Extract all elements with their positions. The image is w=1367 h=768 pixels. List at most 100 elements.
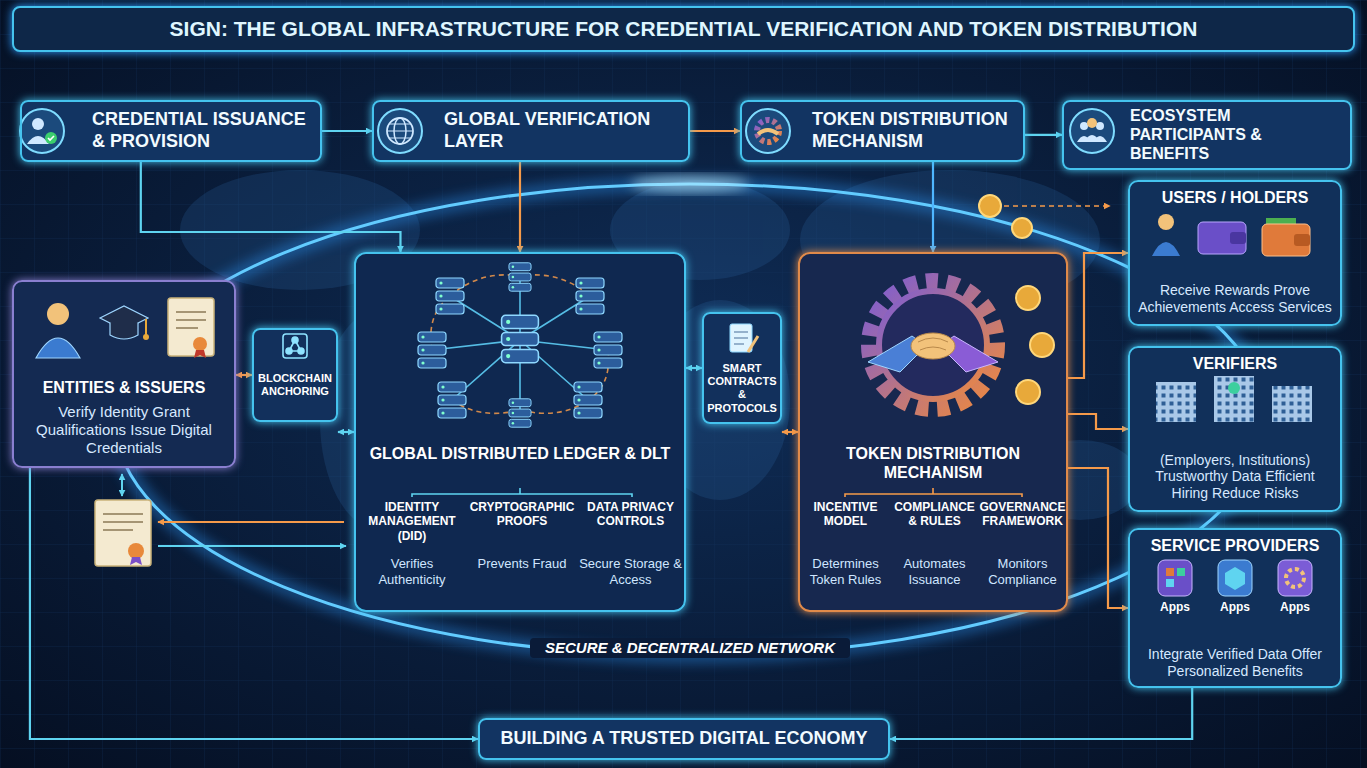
- connector-arrow: [782, 431, 798, 433]
- gear-hand-icon: [757, 120, 779, 142]
- people-icon: [1070, 109, 1114, 153]
- label: Apps: [1210, 600, 1260, 614]
- network-caption: SECURE & DECENTRALIZED NETWORK: [530, 638, 850, 658]
- app-icons: [1286, 569, 1304, 587]
- issued-credential: [158, 521, 344, 523]
- gear-hand-icon: [758, 130, 778, 134]
- issued-credential: [95, 500, 151, 566]
- diagram-box: BUILDING A TRUSTED DIGITAL ECONOMY: [478, 718, 890, 760]
- label: IDENTITY MANAGEMENT (DID): [357, 500, 467, 543]
- connector-arrow: [686, 367, 702, 369]
- box-heading: GLOBAL DISTRIBUTED LEDGER & DLT: [366, 444, 674, 463]
- box-fill: [1129, 347, 1341, 511]
- blockchain-icon: [289, 340, 301, 351]
- issued-credential: [121, 474, 123, 496]
- contract-icon: [734, 332, 748, 344]
- connector-arrow: [236, 374, 252, 376]
- box-fill: [703, 313, 781, 423]
- certificate-icon: [193, 337, 207, 351]
- globe-icon: [378, 109, 422, 153]
- server-network: [509, 263, 531, 291]
- box-body: Verify Identity Grant Qualifications Iss…: [22, 403, 226, 457]
- network-ring: [115, 176, 1265, 656]
- box-fill: [373, 101, 689, 161]
- diagram-box: ECOSYSTEM PARTICIPANTS & BENEFITS: [1062, 100, 1352, 170]
- people-icon: [1087, 118, 1097, 128]
- connector-arrow: [141, 162, 401, 252]
- institution-icons: [1156, 382, 1196, 422]
- institution-icons: [1214, 376, 1254, 422]
- label: Apps: [1150, 600, 1200, 614]
- title-banner: SIGN: THE GLOBAL INFRASTRUCTURE FOR CRED…: [12, 6, 1355, 52]
- institution-icons: [1272, 386, 1312, 422]
- connector-arrow: [1068, 253, 1128, 378]
- certificate-icon: [168, 298, 214, 356]
- gear-handshake: [879, 291, 987, 399]
- box-fill: [1129, 181, 1341, 325]
- label: Automates Issuance: [890, 556, 979, 587]
- server-network: [438, 382, 466, 418]
- gear-handshake: [918, 338, 948, 350]
- box-heading: ENTITIES & ISSUERS: [22, 378, 226, 397]
- people-icon: [1080, 122, 1088, 130]
- box-fill: [479, 719, 889, 759]
- gear-handshake: [868, 281, 998, 409]
- contract-icon: [730, 324, 752, 352]
- issued-credential: [130, 557, 142, 565]
- box-body: Receive Rewards Prove Achievements Acces…: [1138, 282, 1332, 316]
- coins: [979, 195, 1054, 404]
- app-icons: [1166, 579, 1174, 587]
- institution-icons: [1156, 376, 1312, 422]
- title-text: SIGN: THE GLOBAL INFRASTRUCTURE FOR CRED…: [14, 17, 1353, 41]
- connector-arrow: [338, 431, 354, 433]
- box-fill: [799, 253, 1067, 611]
- app-icons: [1158, 560, 1192, 596]
- box-fills: [13, 101, 1351, 759]
- institution-icons: [1272, 386, 1312, 422]
- connector-arrow: [1025, 134, 1062, 136]
- issued-credential: [158, 545, 346, 547]
- issuer-person-icon: [36, 303, 80, 358]
- label: COMPLIANCE & RULES: [890, 500, 979, 529]
- coins: [1016, 380, 1040, 404]
- server-network: [509, 399, 531, 427]
- box-heading: VERIFIERS: [1138, 354, 1332, 373]
- blockchain-icon: [283, 334, 307, 358]
- app-icons: [1278, 560, 1312, 596]
- box-heading: CREDENTIAL ISSUANCE & PROVISION: [92, 109, 310, 152]
- connector-arrow: [322, 130, 372, 132]
- server-network: [436, 278, 464, 314]
- user-wallet-icons: [1262, 224, 1310, 256]
- issued-credential: [95, 474, 346, 566]
- institution-icons: [1228, 382, 1240, 394]
- label: DATA PRIVACY CONTROLS: [577, 500, 684, 529]
- diagram-box: GLOBAL VERIFICATION LAYER: [372, 100, 690, 162]
- network-ring: [630, 176, 750, 192]
- diagram-box: CREDENTIAL ISSUANCE & PROVISION: [20, 100, 322, 162]
- gear-hand-icon: [746, 109, 790, 153]
- ledger-bracket: [412, 488, 632, 497]
- user-wallet-icons: [1230, 232, 1246, 244]
- connector-arrow: [1068, 414, 1128, 429]
- label: Secure Storage & Access: [577, 556, 684, 587]
- user-wallet-icons: [1198, 222, 1246, 254]
- ledger-bracket: [412, 488, 632, 497]
- box-fill: [13, 281, 235, 467]
- diagram-box: TOKEN DISTRIBUTION MECHANISM: [740, 100, 1025, 162]
- box-fill: [741, 101, 1024, 161]
- connector-arrow: [519, 162, 521, 252]
- graduation-cap-icon: [110, 323, 138, 339]
- label: Monitors Compliance: [979, 556, 1066, 587]
- label: GOVERNANCE FRAMEWORK: [979, 500, 1066, 529]
- issuance-icon: [20, 109, 64, 153]
- app-icons: [1218, 560, 1252, 596]
- globe-icon: [387, 124, 413, 138]
- label: INCENTIVE MODEL: [801, 500, 890, 529]
- issuance-icon: [20, 109, 64, 153]
- gear-hand-icon: [746, 109, 790, 153]
- token-bracket: [845, 488, 1022, 497]
- gear-handshake: [869, 281, 997, 409]
- issuer-person-icon: [47, 303, 69, 325]
- issuance-icon: [45, 132, 57, 144]
